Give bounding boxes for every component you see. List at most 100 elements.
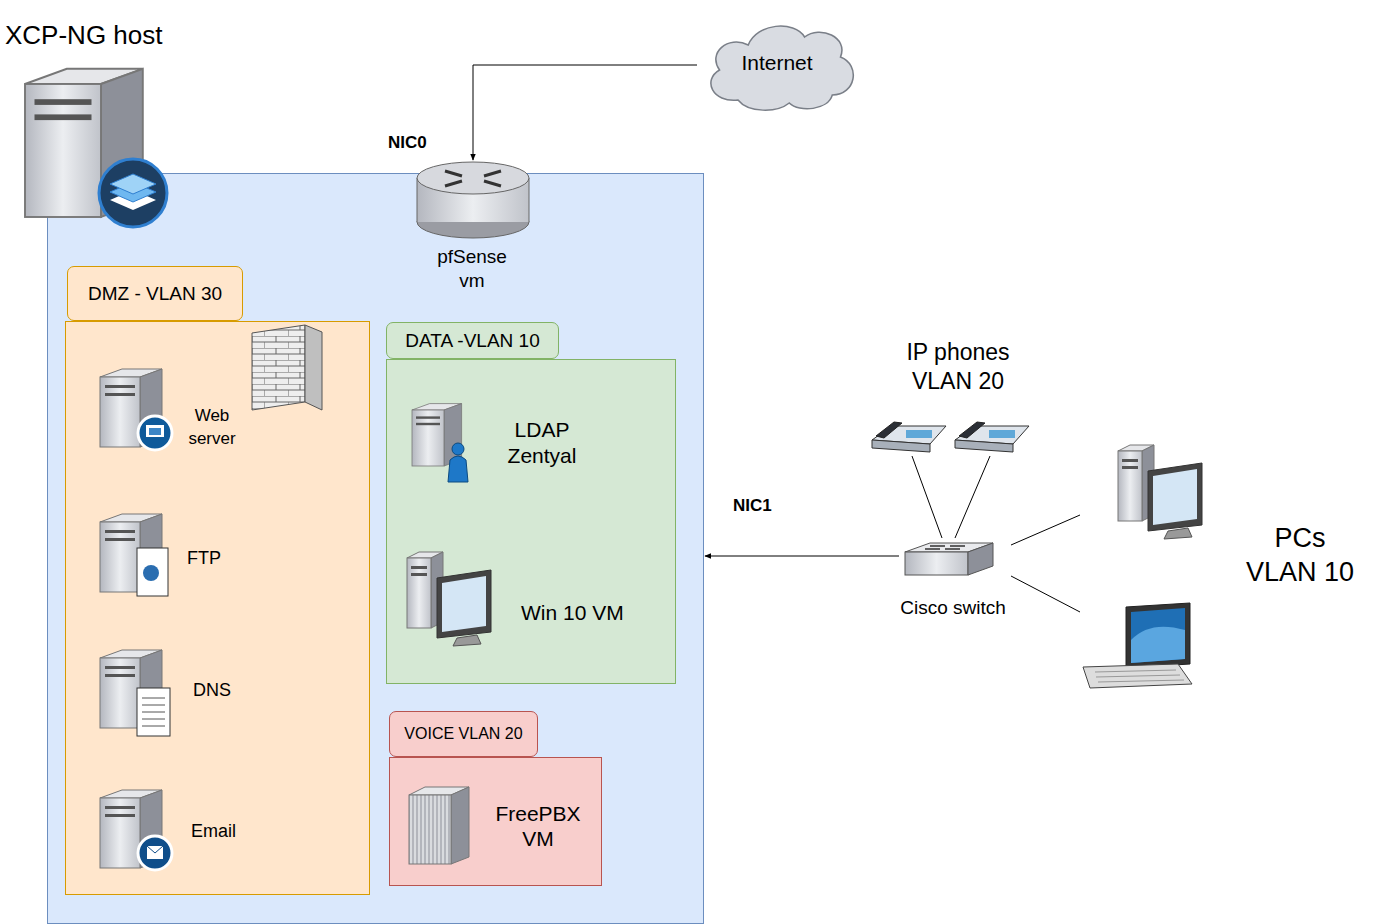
host-server-icon-part <box>25 69 143 217</box>
desktop-icon <box>1118 445 1202 539</box>
node-label: FTP <box>187 547 221 570</box>
connector <box>912 456 942 538</box>
ldap-server-icon <box>412 404 468 482</box>
node-label: IP phones VLAN 20 <box>893 338 1023 396</box>
laptop-icon-part <box>1095 670 1184 682</box>
pbx-server-icon-part <box>451 787 469 864</box>
nic-label: NIC1 <box>733 496 772 515</box>
ftp-server-icon-part <box>137 548 168 596</box>
connector <box>1011 515 1080 545</box>
switch-icon-part <box>905 552 968 575</box>
router-icon-part <box>417 178 529 222</box>
dns-server-icon-part <box>100 650 162 728</box>
switch-icon-part <box>925 546 965 549</box>
server-node: Email <box>100 785 245 875</box>
phone-group: IP phones VLAN 20 <box>865 338 1040 456</box>
connector <box>473 65 697 160</box>
host-server-icon-part <box>110 174 156 194</box>
dns-server-icon-part <box>137 688 170 736</box>
switch-icon-part <box>968 543 993 575</box>
nic-label-box: NIC0 <box>388 133 427 153</box>
pc-group: PCs VLAN 10 <box>1080 440 1370 690</box>
pbx-server-icon <box>409 787 469 864</box>
ftp-server-icon <box>100 514 168 596</box>
router-icon-part <box>445 171 501 186</box>
switch-node: Cisco switch <box>899 538 1011 622</box>
vlan-zone: DMZ - VLAN 30Web serverFTPDNSEmail <box>65 321 370 895</box>
server-node: FTP <box>100 510 225 602</box>
nic-label: NIC0 <box>388 133 427 152</box>
router-node: pfSense vm <box>415 160 530 295</box>
host-server-icon <box>25 69 167 227</box>
web-server-icon-part <box>146 425 164 437</box>
server-node: LDAP Zentyal <box>408 398 588 488</box>
node-label: FreePBX VM <box>493 801 583 851</box>
router-icon-part <box>417 162 529 194</box>
host-server-icon-part <box>110 182 156 202</box>
email-server-icon <box>100 790 172 870</box>
laptop-icon-part <box>1131 608 1185 663</box>
server-node: Web server <box>100 365 245 455</box>
ip-phone-icon <box>955 422 1029 452</box>
email-server-icon-part <box>147 846 163 853</box>
zone-label: VOICE VLAN 20 <box>389 711 538 757</box>
ftp-server-icon-part <box>100 514 162 592</box>
host-box: XCP-NG hostpfSense vmDMZ - VLAN 30Web se… <box>47 173 704 924</box>
vm-node: Win 10 VM <box>405 548 635 644</box>
node-label: LDAP Zentyal <box>502 417 582 469</box>
ftp-server-icon-part <box>143 565 159 581</box>
web-server-icon <box>100 369 172 450</box>
host-server-icon-part <box>110 190 156 210</box>
email-server-icon-part <box>147 846 163 859</box>
vlan-zone: DATA -VLAN 10LDAP ZentyalWin 10 VM <box>386 359 676 684</box>
firewall-icon-part <box>252 325 305 410</box>
laptop-icon-part <box>1131 627 1185 663</box>
cloud-node: Internet <box>697 15 861 115</box>
pbx-server-icon-part <box>409 787 469 795</box>
server-node: FreePBX VM <box>405 785 595 870</box>
ip-phone-icon-part <box>872 422 946 452</box>
router-icon-part <box>417 178 529 222</box>
nic-label-box: NIC1 <box>733 496 772 516</box>
connector <box>1011 576 1080 612</box>
laptop-icon-part <box>1126 603 1190 668</box>
node-label: Cisco switch <box>899 596 1007 620</box>
server-node: DNS <box>100 646 235 740</box>
vlan-zone: VOICE VLAN 20FreePBX VM <box>389 757 602 886</box>
dns-server-icon-part <box>142 698 165 726</box>
connector <box>705 556 899 557</box>
zone-label: DMZ - VLAN 30 <box>67 266 243 321</box>
zone-label: DATA -VLAN 10 <box>386 322 559 359</box>
firewall-icon-part <box>305 325 322 410</box>
connector <box>955 456 990 538</box>
switch-icon <box>905 543 993 575</box>
ldap-server-icon-part <box>452 443 464 455</box>
node-label: PCs VLAN 10 <box>1242 521 1358 589</box>
web-server-icon-part <box>138 416 172 450</box>
ldap-server-icon-part <box>448 456 468 482</box>
win-vm-icon-part <box>407 552 491 646</box>
web-server-icon-part <box>100 369 162 447</box>
node-label: XCP-NG host <box>5 19 163 52</box>
node-label: DNS <box>193 679 231 702</box>
node-label: Win 10 VM <box>521 600 624 626</box>
laptop-icon-part <box>1083 664 1192 688</box>
email-server-icon-part <box>100 790 162 868</box>
desktop-icon-part <box>1118 445 1202 539</box>
dns-server-icon <box>100 650 170 736</box>
firewall-icon <box>252 325 322 410</box>
node-label: Internet <box>697 50 857 76</box>
node-label: pfSense vm <box>433 245 511 293</box>
node-label: Web server <box>181 404 243 450</box>
email-server-icon-part <box>138 836 172 870</box>
ldap-server-icon-part <box>412 404 462 466</box>
laptop-icon <box>1083 603 1192 688</box>
switch-icon-part <box>905 543 993 552</box>
host-server-icon-part <box>99 159 167 227</box>
router-icon-part <box>417 206 529 238</box>
ip-phone-icon <box>872 422 946 452</box>
